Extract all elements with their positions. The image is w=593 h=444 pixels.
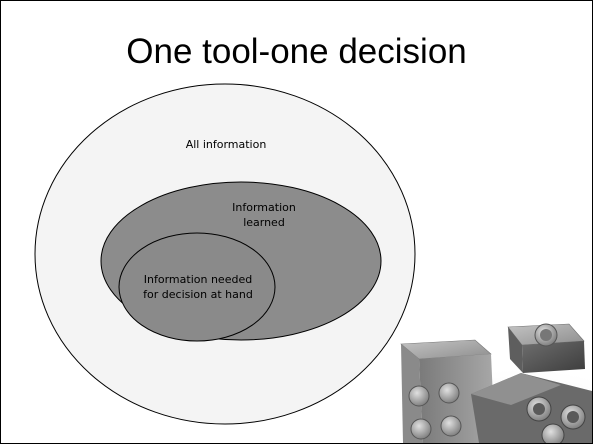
slide-title: One tool-one decision [126,32,467,71]
all-information-label: All information [185,138,267,151]
lego-bricks-image [400,323,592,443]
information-needed-ellipse [118,232,276,342]
information-learned-label: Information learned [232,201,296,229]
information-needed-label: Information needed for decision at hand [143,273,253,301]
